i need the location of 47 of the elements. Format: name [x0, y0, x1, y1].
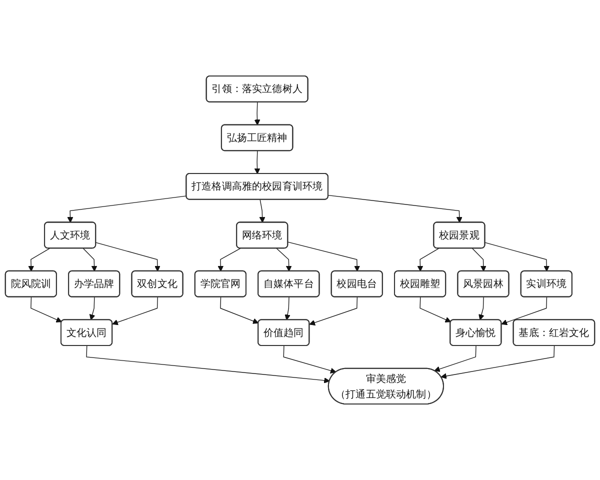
arrow	[284, 296, 290, 320]
arrow	[288, 242, 360, 272]
process-box: 文化认同	[60, 319, 113, 346]
process-box: 校园雕塑	[394, 270, 446, 298]
arrow	[28, 248, 50, 272]
process-box: 引领：落实立德树人	[206, 76, 308, 102]
arrow	[259, 199, 266, 223]
arrow	[89, 296, 96, 320]
process-box: 学院官网	[194, 270, 246, 298]
arrow	[420, 296, 452, 322]
process-box: 风景园林	[457, 270, 510, 298]
arrow	[417, 248, 440, 272]
process-box: 自媒体平台	[258, 270, 320, 298]
process-box: 校园电台	[330, 270, 383, 298]
arrow	[254, 150, 260, 174]
arrow	[220, 296, 259, 324]
process-box: 人文环境	[44, 222, 96, 249]
arrow	[67, 196, 187, 223]
process-box: 办学品牌	[68, 270, 120, 298]
arrow	[30, 296, 62, 322]
process-box: 价值趋同	[258, 319, 310, 346]
process-box: 双创文化	[131, 270, 184, 298]
arrow	[112, 296, 158, 326]
arrow	[434, 346, 476, 372]
process-box: 身心愉悦	[450, 319, 502, 346]
arrow	[218, 248, 241, 272]
process-box: 网络环境	[236, 222, 288, 249]
arrow	[254, 102, 260, 126]
process-box: 院风院训	[4, 270, 57, 298]
process-box: 打造格调高雅的校园育训环境	[186, 172, 328, 200]
arrow	[96, 242, 160, 272]
arrow	[484, 242, 550, 272]
arrow	[309, 296, 358, 326]
process-box: 弘扬工匠精神	[220, 124, 294, 152]
process-box: 校园景观	[433, 222, 486, 249]
arrow	[328, 194, 462, 223]
process-box: 实训环境	[520, 270, 572, 298]
arrow	[478, 296, 484, 320]
arrow	[86, 346, 330, 384]
ellipse-node: 审美感觉 （打通五觉联动机制）	[328, 368, 444, 404]
arrow	[276, 248, 292, 272]
arrow	[82, 248, 98, 272]
arrow	[472, 248, 486, 272]
process-box: 基底：红岩文化	[512, 319, 596, 346]
arrow	[501, 296, 548, 326]
arrow	[283, 346, 336, 374]
arrow	[440, 346, 555, 379]
